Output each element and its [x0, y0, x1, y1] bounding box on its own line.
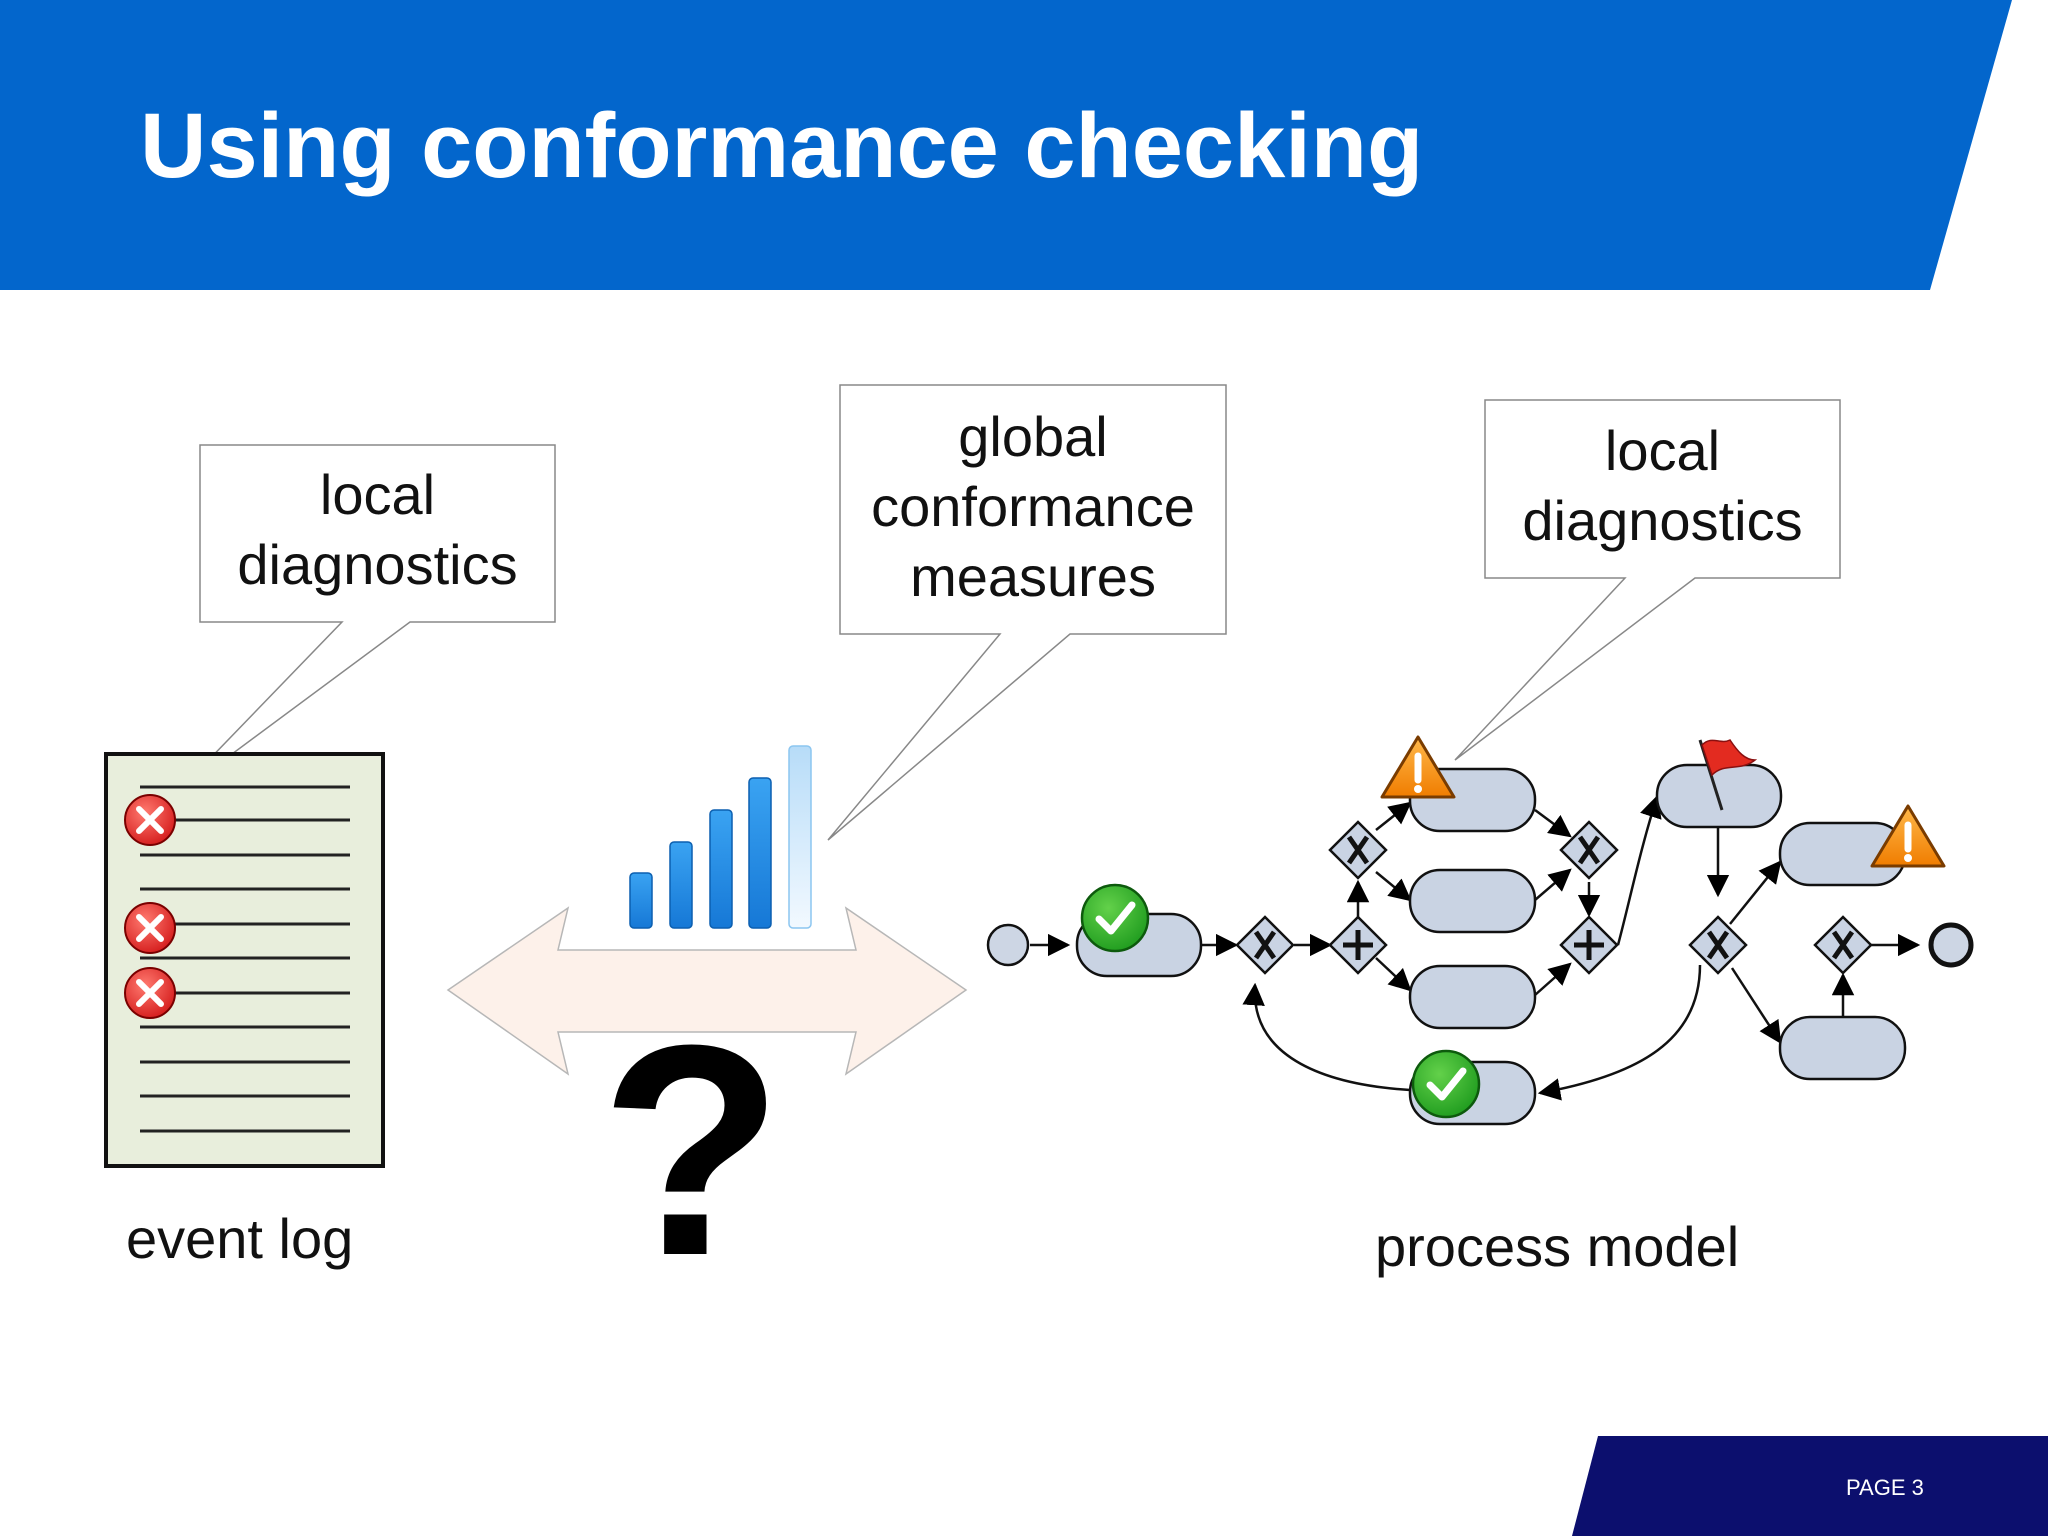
- process-model-caption: process model: [1375, 1215, 1740, 1278]
- task: [1408, 964, 1537, 1030]
- check-icon: [1411, 1049, 1481, 1119]
- callout-line: conformance: [871, 475, 1195, 538]
- bar-3: [709, 809, 733, 929]
- flag-icon: [1698, 739, 1758, 811]
- task: [1778, 1015, 1907, 1081]
- page-number: PAGE 3: [1846, 1475, 1924, 1500]
- double-arrow: [446, 906, 968, 1076]
- callout-line: diagnostics: [1522, 489, 1803, 552]
- callout-line: local: [319, 463, 436, 526]
- xor-gateway: [1559, 820, 1619, 880]
- callout-left-text: local diagnostics: [200, 460, 555, 600]
- callout-right: [1454, 399, 1841, 761]
- process-model: [986, 763, 1974, 1126]
- callout-center: [827, 384, 1227, 841]
- error-icon: [124, 967, 176, 1019]
- xor-gateway: [1328, 820, 1388, 880]
- slide-title: Using conformance checking: [140, 95, 1424, 197]
- warning-icon: [1870, 804, 1946, 868]
- callout-center-text: global conformance measures: [840, 402, 1226, 612]
- bar-chart-icon: [629, 745, 812, 929]
- error-icon: [124, 794, 176, 846]
- event-log-caption: event log: [126, 1207, 354, 1270]
- check-icon: [1080, 883, 1150, 953]
- event-log-document: [104, 752, 385, 1168]
- xor-gateway: [1235, 915, 1295, 975]
- bar-1: [629, 872, 653, 929]
- callout-left: [169, 444, 556, 801]
- callout-right-text: local diagnostics: [1485, 416, 1840, 556]
- bar-2: [669, 841, 693, 929]
- xor-gateway: [1688, 915, 1748, 975]
- warning-icon: [1380, 735, 1456, 799]
- callout-line: measures: [910, 545, 1156, 608]
- start-event: [986, 923, 1030, 967]
- error-icon: [124, 902, 176, 954]
- callout-line: local: [1604, 419, 1721, 482]
- bar-4: [748, 777, 772, 929]
- footer-banner: [1572, 1436, 2048, 1536]
- bar-5: [788, 745, 812, 929]
- callout-line: global: [958, 405, 1108, 468]
- question-mark: ?: [600, 982, 784, 1318]
- end-event: [1928, 922, 1974, 968]
- xor-gateway: [1813, 915, 1873, 975]
- and-gateway: [1328, 915, 1388, 975]
- task: [1408, 868, 1537, 934]
- and-gateway: [1559, 915, 1619, 975]
- callout-line: diagnostics: [237, 533, 518, 596]
